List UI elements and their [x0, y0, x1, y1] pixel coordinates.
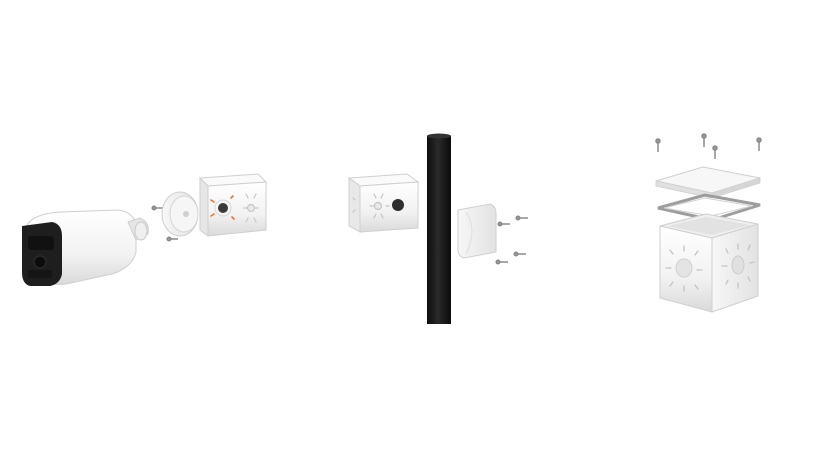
camera-base-mount — [161, 191, 199, 237]
box-body — [659, 213, 759, 313]
junction-box — [198, 173, 268, 237]
pole-mount-bracket — [457, 203, 497, 259]
black-pole — [427, 133, 451, 324]
pole-mount-panel — [347, 133, 528, 324]
box-lid — [655, 166, 761, 199]
junction-box-exploded-panel — [655, 133, 762, 313]
box-gasket — [657, 193, 761, 222]
screw-icon — [655, 133, 762, 159]
screw-icon — [495, 215, 528, 265]
camera-assembly-panel — [22, 173, 268, 286]
pole-junction-box — [347, 173, 420, 233]
bullet-camera — [22, 209, 149, 286]
